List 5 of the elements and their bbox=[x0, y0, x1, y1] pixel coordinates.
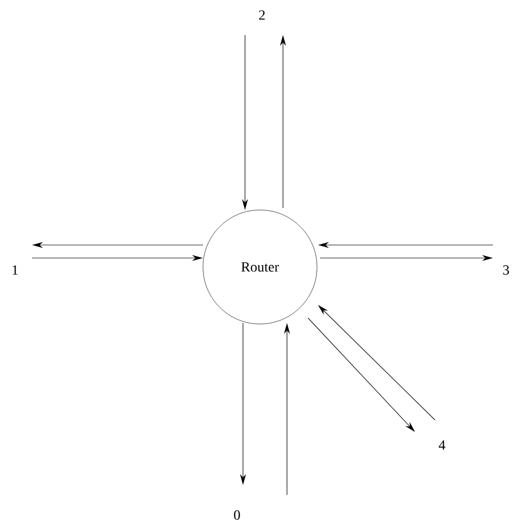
port-label: 3 bbox=[503, 265, 509, 275]
port-label: 2 bbox=[259, 10, 265, 20]
port-label: 4 bbox=[438, 440, 446, 450]
port-label: 0 bbox=[234, 510, 240, 520]
port-label: 1 bbox=[12, 265, 18, 275]
